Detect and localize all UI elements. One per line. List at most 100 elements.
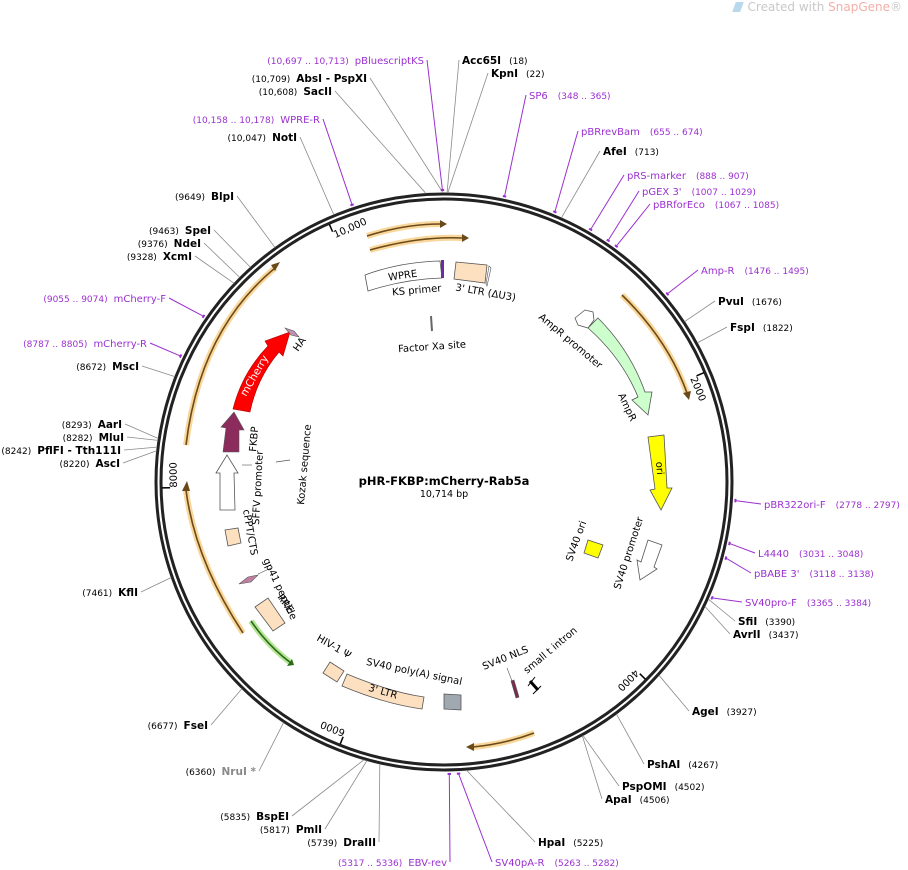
enzyme-site-draiii[interactable]: DraIII(5739): [307, 837, 376, 849]
primer-mark: [552, 210, 557, 214]
watermark-brand: SnapGene: [828, 0, 890, 14]
primer-range: (3031 .. 3048): [799, 550, 863, 560]
primer-prs-marker[interactable]: pRS-marker(888 .. 907): [627, 171, 749, 182]
feature-sv40-nls[interactable]: SV40 NLS: [481, 644, 530, 699]
feature-kozak-sequence[interactable]: Kozak sequence: [275, 424, 314, 505]
enzyme-site-asci[interactable]: AscI(8220): [60, 458, 120, 470]
feature-ori[interactable]: ori: [647, 434, 673, 511]
enzyme-site-avrii[interactable]: AvrII(3437): [733, 629, 799, 641]
enzyme-leader-line: [581, 735, 603, 800]
primer-l4440[interactable]: L4440(3031 .. 3048): [758, 549, 863, 560]
enzyme-site-pmli[interactable]: PmlI(5817): [260, 824, 322, 836]
feature-3ltr-du3[interactable]: 3' LTR (ΔU3): [453, 261, 517, 304]
enzyme-site-bspei[interactable]: BspEI(5835): [220, 811, 289, 823]
enzyme-site-sfii[interactable]: SfiI(3390): [738, 616, 795, 628]
enzyme-site-spei[interactable]: SpeI(9463): [149, 225, 211, 237]
primer-sv40pa-r[interactable]: SV40pA-R(5263 .. 5282): [495, 858, 619, 869]
primer-mark: [350, 203, 355, 207]
enzyme-leader-line: [334, 90, 427, 194]
enzyme-site-pvui[interactable]: PvuI(1676): [718, 296, 782, 308]
enzyme-site-pflfi-tth111i[interactable]: PflFI - Tth111I(8242): [1, 445, 121, 457]
feature-ks-primer[interactable]: KS primer: [392, 260, 444, 299]
primer-name: Amp-R: [701, 266, 735, 277]
feature-label-wpre: WPRE: [388, 269, 418, 284]
enzyme-leader-line: [258, 722, 284, 772]
primer-amp-r[interactable]: Amp-R(1476 .. 1495): [701, 266, 809, 277]
enzyme-position: (10,608): [259, 88, 298, 98]
enzyme-site-xcmi[interactable]: XcmI(9328): [127, 251, 192, 263]
feature-3ltr[interactable]: 3' LTR: [341, 673, 425, 710]
enzyme-site-agei[interactable]: AgeI(3927): [692, 706, 757, 718]
enzyme-position: (3927): [727, 708, 757, 718]
enzyme-site-msci[interactable]: MscI(8672): [76, 361, 139, 373]
feature-factor-xa-site[interactable]: Factor Xa site: [398, 315, 467, 355]
primer-range: (348 .. 365): [558, 92, 611, 102]
feature-sv40-promoter[interactable]: SV40 promoter: [612, 515, 663, 591]
enzyme-leader-line: [194, 255, 235, 284]
feature-small-t-intron[interactable]: small t intron: [522, 625, 580, 695]
enzyme-name: PmlI: [296, 824, 322, 836]
primer-name: pGEX 3': [642, 187, 682, 198]
primer-range: (5317 .. 5336): [338, 859, 402, 869]
enzyme-leader-line: [582, 735, 620, 787]
primer-marks: [178, 189, 737, 775]
enzyme-position: (713): [635, 148, 659, 158]
enzyme-site-nrui[interactable]: NruI *(6360): [186, 766, 257, 778]
enzyme-site-hpai[interactable]: HpaI(5225): [538, 837, 603, 849]
primer-pbrrevbam[interactable]: pBRrevBam(655 .. 674): [581, 127, 703, 138]
feature-ha[interactable]: HA: [284, 327, 309, 354]
primer-mcherry-r[interactable]: mCherry-R(8787 .. 8805): [23, 339, 147, 350]
tick-label: 8000: [169, 462, 181, 488]
enzyme-name: KflI: [118, 587, 138, 599]
primer-wpre-r[interactable]: WPRE-R(10,158 .. 10,178): [193, 115, 320, 126]
feature-ampr-promoter[interactable]: AmpR promoter: [536, 309, 605, 372]
primer-range: (5263 .. 5282): [554, 859, 618, 869]
enzyme-site-noti[interactable]: NotI(10,047): [228, 132, 297, 144]
enzyme-name: SfiI: [738, 616, 757, 628]
tick-mark: [339, 736, 344, 745]
enzyme-position: (18): [509, 57, 527, 67]
primer-name: mCherry-F: [114, 294, 167, 305]
primer-pbrforeco[interactable]: pBRforEco(1067 .. 1085): [653, 200, 779, 211]
feature-sffv-promoter[interactable]: SFFV promoter: [215, 450, 266, 526]
enzyme-site-acc65i[interactable]: Acc65I(18): [462, 55, 528, 67]
enzyme-name: ApaI: [605, 794, 632, 806]
feature-fkbp[interactable]: FKBP: [220, 411, 261, 453]
enzyme-site-pspomi[interactable]: PspOMI(4502): [622, 781, 705, 793]
primer-pgex-3[interactable]: pGEX 3'(1007 .. 1029): [642, 187, 756, 198]
enzyme-site-fsei[interactable]: FseI(6677): [148, 720, 208, 732]
feature-label-sv40-polya: SV40 poly(A) signal: [365, 657, 463, 688]
primer-mcherry-f[interactable]: mCherry-F(9055 .. 9074): [43, 294, 166, 305]
enzyme-site-pshai[interactable]: PshAI(4267): [647, 759, 718, 771]
primer-pbr322ori-f[interactable]: pBR322ori-F(2778 .. 2797): [764, 500, 900, 511]
primer-pbluescriptks[interactable]: pBluescriptKS(10,697 .. 10,713): [267, 56, 424, 67]
feature-sv40-ori[interactable]: SV40 ori: [564, 520, 604, 563]
primer-ebv-rev[interactable]: EBV-rev(5317 .. 5336): [338, 858, 447, 869]
enzyme-name: HpaI: [538, 837, 565, 849]
primer-mark: [614, 244, 619, 249]
feature-label-ori: ori: [653, 461, 665, 475]
enzyme-position: (8672): [76, 363, 106, 373]
enzyme-site-kpni[interactable]: KpnI(22): [491, 68, 545, 80]
feature-ampr[interactable]: AmpR: [587, 317, 653, 423]
enzyme-site-afei[interactable]: AfeI(713): [603, 146, 659, 158]
primer-sp6[interactable]: SP6(348 .. 365): [529, 91, 611, 102]
enzyme-site-mlui[interactable]: MluI(8282): [63, 432, 124, 444]
primer-leader-line: [149, 342, 181, 357]
enzyme-leader-line: [378, 763, 381, 843]
enzyme-site-kfli[interactable]: KflI(7461): [82, 587, 138, 599]
primer-range: (8787 .. 8805): [23, 340, 87, 350]
enzyme-site-sacii[interactable]: SacII(10,608): [259, 86, 332, 98]
primer-pbabe-3[interactable]: pBABE 3'(3118 .. 3138): [754, 569, 874, 580]
enzyme-site-fspi[interactable]: FspI(1822): [730, 322, 793, 334]
enzyme-site-blpi[interactable]: BlpI(9649): [175, 191, 234, 203]
primer-sv40pro-f[interactable]: SV40pro-F(3365 .. 3384): [745, 598, 871, 609]
enzyme-site-absi-pspxi[interactable]: AbsI - PspXI(10,709): [252, 73, 367, 85]
enzyme-name: SpeI: [185, 225, 211, 237]
enzyme-site-ndei[interactable]: NdeI(9376): [138, 238, 201, 250]
enzyme-site-apai[interactable]: ApaI(4506): [605, 794, 670, 806]
enzyme-site-aari[interactable]: AarI(8293): [62, 419, 122, 431]
feature-mcherry[interactable]: mCherry: [232, 331, 291, 413]
enzyme-leader-line: [123, 446, 158, 451]
